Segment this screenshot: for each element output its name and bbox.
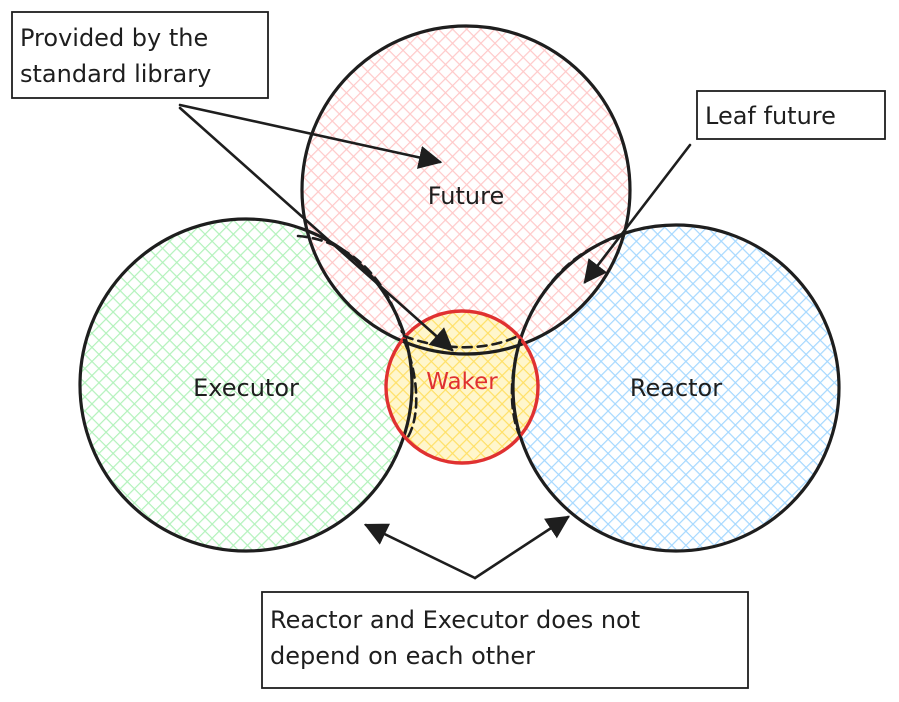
overlap-dashes: [296, 234, 624, 442]
note-independence-line2: depend on each other: [270, 642, 535, 670]
note-independence-line1: Reactor and Executor does not: [270, 606, 640, 634]
future-circle-fill: [302, 26, 630, 354]
note-leaf-future-line1: Leaf future: [705, 102, 836, 130]
arrow-stdlib-to-future: [178, 103, 443, 169]
future-reactor-overlap-dashes: [520, 234, 624, 337]
waker-left-dashes: [402, 338, 418, 442]
arrow-stdlib-to-waker: [178, 106, 454, 352]
note-standard-library-line2: standard library: [20, 60, 211, 88]
note-standard-library-line1: Provided by the: [20, 24, 208, 52]
arrow-note-to-reactor: [473, 515, 570, 580]
note-standard-library: Provided by the standard library: [11, 11, 269, 99]
future-circle: [300, 24, 632, 356]
waker-label: Waker: [426, 369, 498, 395]
reactor-circle-fill: [513, 225, 839, 551]
note-standard-library-box: [11, 11, 269, 99]
waker-top-dashes: [402, 334, 520, 349]
reactor-label: Reactor: [630, 374, 722, 402]
executor-label: Executor: [193, 374, 299, 402]
circle-outlines: [78, 24, 841, 553]
future-executor-overlap-dashes: [296, 234, 404, 334]
note-independence-box: [261, 591, 749, 689]
note-leaf-future: Leaf future: [696, 90, 886, 140]
waker-right-dashes: [510, 338, 524, 442]
arrow-leaf-future: [583, 143, 692, 284]
note-independence: Reactor and Executor does not depend on …: [261, 591, 749, 689]
arrow-note-to-executor: [363, 523, 477, 580]
waker-circle: [384, 309, 540, 465]
note-leaf-future-box: [696, 90, 886, 140]
executor-circle-fill: [80, 219, 412, 551]
executor-circle: [78, 217, 414, 553]
arrows: [178, 103, 692, 580]
future-label: Future: [428, 182, 504, 210]
